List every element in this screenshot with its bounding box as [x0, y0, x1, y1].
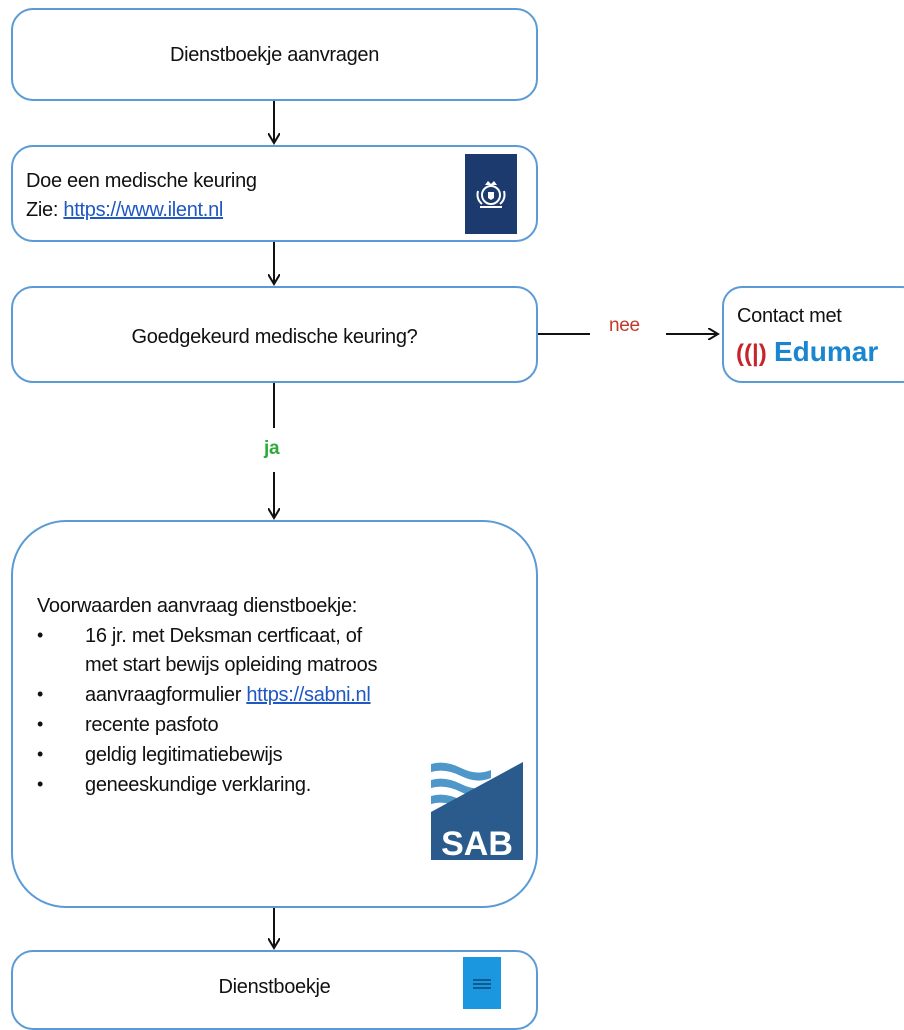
sab-logo-text: SAB — [441, 825, 513, 860]
bullet: • — [37, 625, 44, 645]
conditions-box: Voorwaarden aanvraag dienstboekje: • 16 … — [11, 520, 538, 908]
step1-label: Dienstboekje aanvragen — [169, 44, 380, 66]
sab-logo: SAB — [431, 762, 523, 860]
result-label: Dienstboekje — [218, 976, 331, 998]
conditions-title: Voorwaarden aanvraag dienstboekje: — [37, 595, 358, 617]
contact-label: Contact met — [737, 305, 842, 327]
dienstboekje-cover-icon — [463, 957, 501, 1009]
bullet: • — [37, 744, 44, 764]
bullet: • — [37, 684, 44, 704]
conditions-list: • 16 jr. met Deksman certficaat, of met … — [37, 625, 378, 796]
bullet: • — [37, 774, 44, 794]
branch-no-label: nee — [609, 315, 640, 336]
rijksoverheid-logo — [465, 154, 517, 234]
edumar-brand: Edumar — [774, 336, 879, 367]
branch-yes-label: ja — [264, 438, 280, 459]
step2-line1: Doe een medische keuring — [26, 170, 257, 192]
connector-layer — [0, 101, 904, 1007]
decision-label: Goedgekeurd medische keuring? — [131, 326, 418, 348]
decision-goedgekeurd: Goedgekeurd medische keuring? — [11, 286, 538, 383]
contact-edumar: Contact met ((|) Edumar — [722, 286, 904, 383]
ilent-link[interactable]: https://www.ilent.nl — [63, 199, 224, 221]
step-medische-keuring: Doe een medische keuring Zie: https://ww… — [11, 145, 538, 242]
result-dienstboekje: Dienstboekje — [11, 950, 538, 1030]
sabni-link[interactable]: https://sabni.nl — [246, 684, 371, 706]
coat-of-arms-icon — [476, 181, 506, 208]
step2-line2: Zie: https://www.ilent.nl — [26, 199, 223, 222]
bullet: • — [37, 714, 44, 734]
edumar-logo: ((|) — [736, 340, 767, 367]
step2-zie-prefix: Zie: — [26, 199, 64, 221]
step-dienstboekje-aanvragen: Dienstboekje aanvragen — [11, 8, 538, 101]
